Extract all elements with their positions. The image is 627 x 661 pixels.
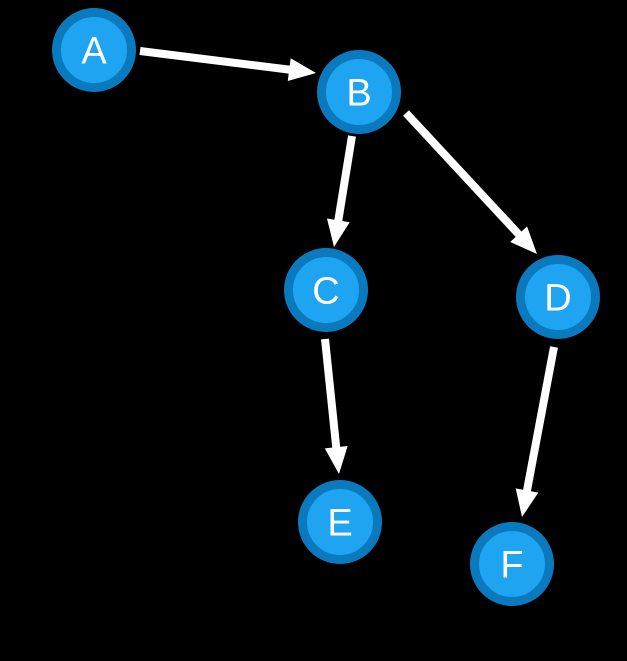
edge-arrowhead — [287, 58, 316, 82]
edge-D-F — [515, 346, 558, 517]
edge-arrowhead — [326, 218, 350, 247]
edge-line — [403, 110, 523, 239]
node-circle[interactable] — [284, 248, 368, 332]
edge-arrowhead — [510, 226, 537, 254]
node-circle[interactable] — [317, 50, 401, 134]
edge-line — [522, 346, 558, 494]
node-B[interactable]: B — [317, 50, 401, 134]
node-circle[interactable] — [298, 480, 382, 564]
edge-arrowhead — [515, 488, 539, 517]
node-E[interactable]: E — [298, 480, 382, 564]
node-circle[interactable] — [516, 255, 600, 339]
node-circle[interactable] — [52, 8, 136, 92]
edge-A-B — [139, 47, 316, 82]
node-C[interactable]: C — [284, 248, 368, 332]
edge-line — [334, 135, 356, 223]
node-F[interactable]: F — [470, 522, 554, 606]
edge-B-D — [403, 110, 537, 254]
node-D[interactable]: D — [516, 255, 600, 339]
edge-arrowhead — [324, 445, 348, 474]
node-A[interactable]: A — [52, 8, 136, 92]
edge-C-E — [321, 338, 348, 474]
edge-line — [139, 47, 292, 74]
edge-B-C — [326, 135, 356, 247]
edge-line — [321, 338, 341, 450]
node-circle[interactable] — [470, 522, 554, 606]
